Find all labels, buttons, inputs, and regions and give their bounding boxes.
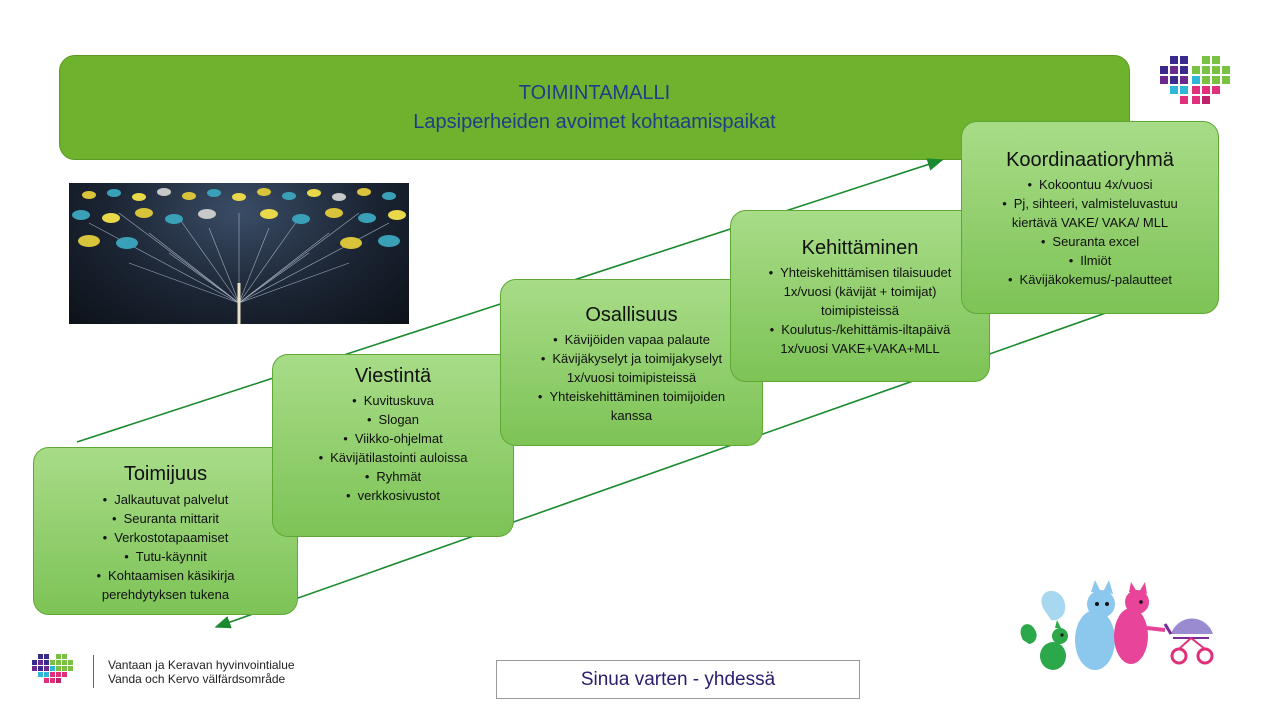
list-item: •Seuranta mittarit [112, 511, 219, 526]
list-item: •Yhteiskehittämisen tilaisuudet 1x/vuosi… [768, 265, 952, 318]
pixel-heart-logo [1160, 56, 1230, 104]
list-item: •Ryhmät [364, 469, 422, 484]
title-banner: TOIMINTAMALLI Lapsiperheiden avoimet koh… [59, 55, 1130, 160]
step-title: Osallisuus [585, 304, 678, 326]
slogan-box: Sinua varten - yhdessä [496, 660, 860, 699]
squirrel-family-illustration [1020, 580, 1214, 670]
list-item: •Kokoontuu 4x/vuosi [1027, 177, 1153, 192]
banner-subtitle: Lapsiperheiden avoimet kohtaamispaikat [413, 111, 776, 133]
footer-pixel-heart-logo [32, 654, 73, 683]
yarn-threads-photo [69, 183, 409, 324]
list-item: •Kuvituskuva [352, 393, 434, 408]
list-item: •Verkostotapaamiset [102, 530, 229, 545]
list-item: •Ilmiöt [1068, 253, 1112, 268]
step-card-viestinta: Viestintä •Kuvituskuva •Slogan •Viikko-o… [272, 354, 514, 537]
step-card-koordinaatioryhma: Koordinaatioryhmä •Kokoontuu 4x/vuosi •P… [961, 121, 1219, 314]
list-item: •Kävijäkokemus/-palautteet [1007, 272, 1173, 287]
list-item: •Slogan [366, 412, 420, 427]
list-item: •Viikko-ohjelmat [343, 431, 443, 446]
list-item: •Yhteiskehittäminen toimijoiden kanssa [537, 389, 726, 423]
list-item: •Kävijäkyselyt ja toimijakyselyt 1x/vuos… [540, 351, 723, 385]
list-item: •Kohtaamisen käsikirja perehdytyksen tuk… [96, 568, 235, 602]
step-card-toimijuus: Toimijuus •Jalkautuvat palvelut •Seurant… [33, 447, 298, 615]
thread-spools-illustration [72, 188, 406, 324]
step-title: Viestintä [354, 365, 432, 387]
step-card-osallisuus: Osallisuus •Kävijöiden vapaa palaute •Kä… [500, 279, 763, 446]
step-title: Toimijuus [123, 463, 208, 485]
list-item: •Tutu-käynnit [124, 549, 207, 564]
footer-divider [93, 655, 94, 688]
list-item: •Koulutus-/kehittämis-iltapäivä 1x/vuosi… [769, 322, 951, 356]
banner-title: TOIMINTAMALLI [518, 82, 671, 104]
footer-org-name: Vantaan ja Keravan hyvinvointialue Vanda… [108, 658, 295, 686]
list-item: •Seuranta excel [1040, 234, 1140, 249]
list-item: •Jalkautuvat palvelut [102, 492, 229, 507]
org-name-sv: Vanda och Kervo välfärdsområde [108, 672, 286, 686]
org-name-fi: Vantaan ja Keravan hyvinvointialue [108, 658, 295, 672]
list-item: •verkkosivustot [346, 488, 440, 503]
step-title: Koordinaatioryhmä [1006, 149, 1174, 171]
list-item: •Kävijätilastointi auloissa [318, 450, 468, 465]
list-item: •Kävijöiden vapaa palaute [553, 332, 710, 347]
step-title: Kehittäminen [801, 237, 919, 259]
list-item: •Pj, sihteeri, valmisteluvastuu kiertävä… [1002, 196, 1178, 230]
step-card-kehittaminen: Kehittäminen •Yhteiskehittämisen tilaisu… [730, 210, 990, 382]
